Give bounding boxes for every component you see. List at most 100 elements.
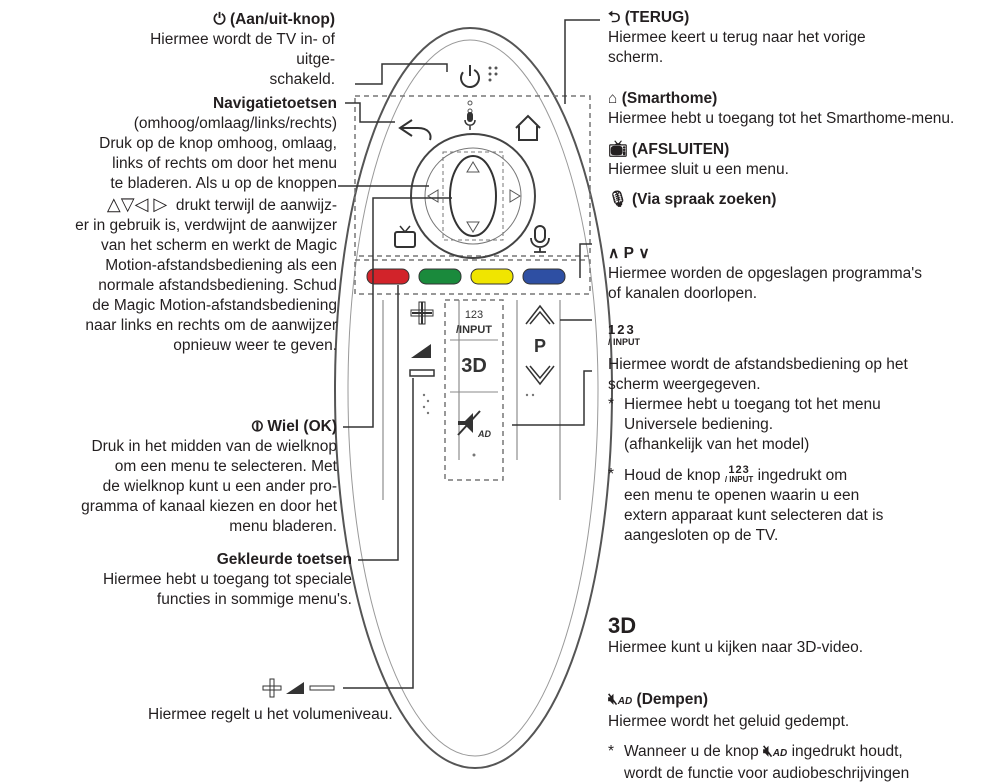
mute-note-text: ingedrukt houdt,: [791, 743, 903, 760]
program-section: ∧ P ∨ Hiermee worden de opgeslagen progr…: [608, 244, 1003, 304]
power-section: ⏻ (Aan/uit-knop) Hiermee wordt de TV in-…: [150, 10, 335, 90]
wheel-desc-line: gramma of kanaal kiezen en door het: [81, 498, 337, 515]
navigation-desc-line: opnieuw weer te geven.: [173, 337, 337, 354]
remote-input-digits: 123: [465, 309, 483, 321]
voice-section: 🎙︎ (Via spraak zoeken): [608, 190, 1003, 210]
home-button-drawing: [515, 114, 541, 141]
wheel-desc-line: om een menu te selecteren. Met: [114, 458, 337, 475]
home-title: (Smarthome): [621, 90, 718, 107]
program-title: P: [623, 245, 635, 262]
color-button-blue: [522, 268, 566, 285]
input-note-2: * Houd de knop 123 / INPUT ingedrukt om …: [608, 465, 1003, 546]
color-button-yellow: [470, 268, 514, 285]
wheel-section: ⦶ Wiel (OK) Druk in het midden van de wi…: [5, 417, 337, 537]
threed-section: 3D Hiermee kunt u kijken naar 3D-video.: [608, 614, 1003, 658]
power-desc-line: schakeld.: [269, 71, 335, 88]
threed-label: 3D: [608, 613, 637, 638]
power-icon: ⏻: [213, 11, 226, 28]
home-icon: ⌂: [608, 90, 618, 107]
power-desc-line: Hiermee wordt de TV in- of uitge-: [150, 31, 335, 68]
power-title: (Aan/uit-knop): [229, 11, 335, 28]
color-button-red: [366, 268, 410, 285]
mute-note: * Wanneer u de knop 🔇︎AD ingedrukt houdt…: [608, 742, 1003, 784]
program-up-drawing: [525, 304, 555, 325]
navigation-desc-line: (omhoog/omlaag/links/rechts): [133, 115, 337, 132]
exit-section: 📺︎ (AFSLUITEN) Hiermee sluit u een menu.: [608, 140, 1003, 180]
volume-down-drawing: [409, 369, 435, 377]
input-note-line: aangesloten op de TV.: [624, 527, 779, 544]
mute-note-line: wordt de functie voor audiobeschrijvinge…: [624, 765, 910, 782]
colored-keys-title: Gekleurde toetsen: [216, 551, 352, 568]
program-desc-line: Hiermee worden de opgeslagen programma's: [608, 265, 922, 282]
top-buttons-box: [354, 95, 591, 257]
back-title: (TERUG): [624, 9, 690, 26]
svg-text:AD: AD: [477, 429, 491, 439]
navigation-desc-line: de Magic Motion-afstandsbediening: [92, 297, 337, 314]
navigation-desc-line: drukt terwijl de aanwijz-: [175, 197, 337, 214]
home-section: ⌂ (Smarthome) Hiermee hebt u toegang tot…: [608, 89, 1003, 129]
input-section: 123 / INPUT Hiermee wordt de afstandsbed…: [608, 323, 1003, 546]
microphone-icon: 🎙︎: [608, 191, 628, 208]
remote-body: [333, 26, 614, 770]
navigation-desc-line: links of rechts om door het menu: [112, 155, 337, 172]
input-desc-line: Hiermee wordt de afstandsbediening op he…: [608, 356, 908, 373]
navigation-desc-line: er in gebruik is, verdwijnt de aanwijzer: [75, 217, 337, 234]
mute-ad-icon: 🔇︎AD: [608, 691, 633, 708]
back-icon: ⮌: [608, 9, 621, 26]
remote-p-label: P: [534, 336, 546, 356]
color-button-green: [418, 268, 462, 285]
leader-lines: [338, 19, 600, 689]
volume-up-drawing: [412, 302, 432, 324]
input-inline-icon: 123 / INPUT: [725, 465, 753, 485]
remote-inner-body: [347, 39, 599, 757]
input-note-line: (afhankelijk van het model): [624, 436, 810, 453]
navigation-desc-line: te bladeren. Als u op de knoppen: [110, 175, 337, 192]
back-section: ⮌ (TERUG) Hiermee keert u terug naar het…: [608, 8, 1003, 68]
volume-icon: [262, 676, 342, 706]
program-up-down-icon: ∧: [608, 245, 620, 262]
input-label: / INPUT: [608, 337, 641, 347]
input-digits: 123: [608, 322, 636, 337]
exit-desc: Hiermee sluit u een menu.: [608, 161, 789, 178]
wheel-desc-line: de wielknop kunt u een ander pro-: [102, 478, 337, 495]
input-note-line: een menu te openen waarin u een: [624, 487, 860, 504]
navigation-desc-line: Motion-afstandsbediening als een: [105, 257, 337, 274]
mute-section: 🔇︎AD (Dempen) Hiermee wordt het geluid g…: [608, 690, 1003, 784]
program-down-icon: ∨: [638, 245, 650, 262]
wheel-desc-line: menu bladeren.: [229, 518, 337, 535]
volume-desc: Hiermee regelt u het volumeniveau.: [148, 706, 393, 723]
voice-button-drawing: [530, 225, 550, 253]
volume-triangle-drawing: [411, 344, 431, 358]
power-button-drawing: [460, 65, 498, 88]
exit-button-drawing: [394, 225, 416, 248]
input-note-1: * Hiermee hebt u toegang tot het menu Un…: [608, 395, 1003, 455]
mute-desc: Hiermee wordt het geluid gedempt.: [608, 713, 850, 730]
back-button-drawing: [398, 119, 432, 141]
wheel-icon: ⦶: [251, 418, 264, 435]
wheel-desc-line: Druk in het midden van de wielknop: [91, 438, 337, 455]
arrow-keys-icon: △▽◁ ▷: [106, 194, 168, 214]
input-note-text: ingedrukt om: [757, 467, 848, 484]
colored-keys-section: Gekleurde toetsen Hiermee hebt u toegang…: [5, 550, 352, 610]
remote-3d-label: 3D: [461, 355, 487, 377]
back-desc-line: Hiermee keert u terug naar het vorige: [608, 29, 866, 46]
input-note-text: Houd de knop: [624, 467, 721, 484]
program-down-drawing: [525, 365, 555, 386]
wheel-outer-ring: [410, 133, 536, 259]
exit-icon: 📺︎: [608, 141, 628, 158]
mute-ad-inline-icon: 🔇︎AD: [763, 743, 788, 760]
threed-desc: Hiermee kunt u kijken naar 3D-video.: [608, 639, 864, 656]
navigation-title: Navigatietoetsen: [212, 95, 337, 112]
mute-note-text: Wanneer u de knop: [624, 743, 759, 760]
voice-title: (Via spraak zoeken): [632, 191, 777, 208]
input-note-line: extern apparaat kunt selecteren dat is: [624, 507, 884, 524]
input-note-line: Hiermee hebt u toegang tot het menu: [624, 396, 881, 413]
input-inline-digits: 123: [728, 464, 750, 476]
navigation-desc-line: van het scherm en werkt de Magic: [100, 237, 337, 254]
input-note-line: Universele bediening.: [624, 416, 774, 433]
navigation-section: Navigatietoetsen (omhoog/omlaag/links/re…: [5, 94, 337, 356]
wheel-title: Wiel (OK): [267, 418, 337, 435]
wheel-drawing: [449, 155, 497, 237]
colored-keys-desc-line: Hiermee hebt u toegang tot speciale: [102, 571, 352, 588]
